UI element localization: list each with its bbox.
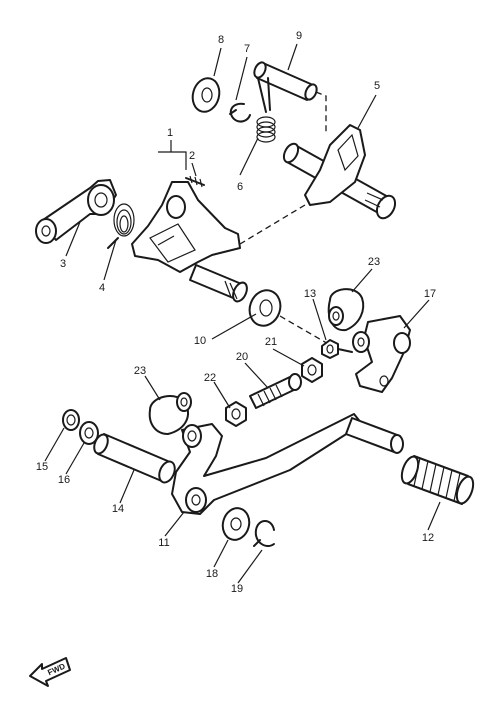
part-number-labels: 8 7 9 5 1 2 6 3 4 23 17 13 10 21 20 22 2… <box>36 30 436 595</box>
part-20-rod <box>249 373 302 409</box>
part-23-lower-joint <box>148 392 192 435</box>
label-part-23-lower: 23 <box>134 365 146 377</box>
label-part-17: 17 <box>424 288 436 300</box>
part-6-spring <box>256 77 276 143</box>
part-11-shift-pedal <box>171 413 404 515</box>
label-part-11: 11 <box>158 537 169 549</box>
part-9-pin <box>253 61 327 135</box>
part-10-bushing <box>248 289 331 346</box>
label-part-6: 6 <box>237 181 243 193</box>
label-part-23-upper: 23 <box>368 256 380 268</box>
part-21-nut <box>301 357 323 383</box>
part-19-circlip <box>253 520 275 548</box>
part-15-circlip <box>62 409 80 431</box>
part-7-circlip <box>229 102 251 123</box>
part-14-pivot-shaft <box>93 433 176 484</box>
part-16-washer <box>79 421 99 445</box>
label-part-13: 13 <box>304 288 316 300</box>
part-17-clevis <box>352 315 411 393</box>
part-1-bracket <box>131 181 248 303</box>
part-2-pin <box>185 175 205 188</box>
label-part-12: 12 <box>422 532 434 544</box>
label-part-14: 14 <box>112 503 124 515</box>
part-18-washer <box>221 507 251 541</box>
label-part-2: 2 <box>189 150 195 162</box>
label-part-20: 20 <box>236 351 248 363</box>
part-13-nut <box>321 339 353 359</box>
forward-arrow-icon: FWD <box>29 657 71 687</box>
label-part-10: 10 <box>194 335 206 347</box>
part-12-pedal-rubber <box>400 455 475 505</box>
part-5-shift-shaft <box>239 124 397 245</box>
label-part-21: 21 <box>265 336 277 348</box>
leader-lines <box>44 43 441 584</box>
part-8-washer <box>191 77 221 113</box>
part-23-upper-joint <box>327 288 365 332</box>
part-4-spring <box>107 203 135 249</box>
label-part-3: 3 <box>60 258 66 270</box>
label-part-19: 19 <box>231 583 243 595</box>
label-part-9: 9 <box>296 30 302 42</box>
label-part-15: 15 <box>36 461 48 473</box>
label-part-18: 18 <box>206 568 218 580</box>
label-part-7: 7 <box>244 43 250 55</box>
part-22-nut <box>225 401 247 427</box>
label-part-8: 8 <box>218 34 224 46</box>
label-part-5: 5 <box>374 80 380 92</box>
part-3-shift-arm <box>35 179 117 244</box>
label-part-4: 4 <box>99 282 105 294</box>
label-part-1: 1 <box>167 127 173 139</box>
label-part-22: 22 <box>204 372 216 384</box>
label-part-16: 16 <box>58 474 70 486</box>
